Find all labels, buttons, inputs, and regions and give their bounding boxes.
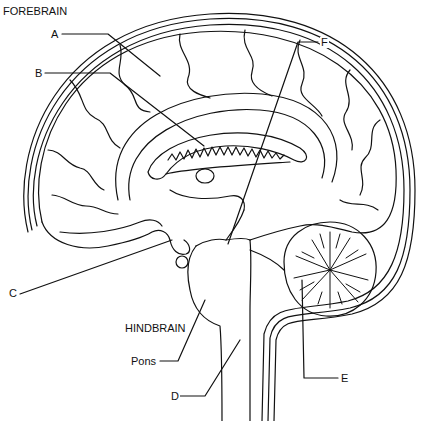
part-letter: B [34, 68, 43, 79]
part-letter: D [170, 391, 180, 402]
part-letter: C [8, 288, 18, 299]
part-name: Pons [130, 356, 157, 367]
region-label: FOREBRAIN [2, 6, 68, 17]
part-letter: A [50, 29, 59, 40]
part-letter: F [320, 37, 329, 48]
part-letter: E [340, 373, 349, 384]
region-label: HINDBRAIN [124, 323, 187, 334]
